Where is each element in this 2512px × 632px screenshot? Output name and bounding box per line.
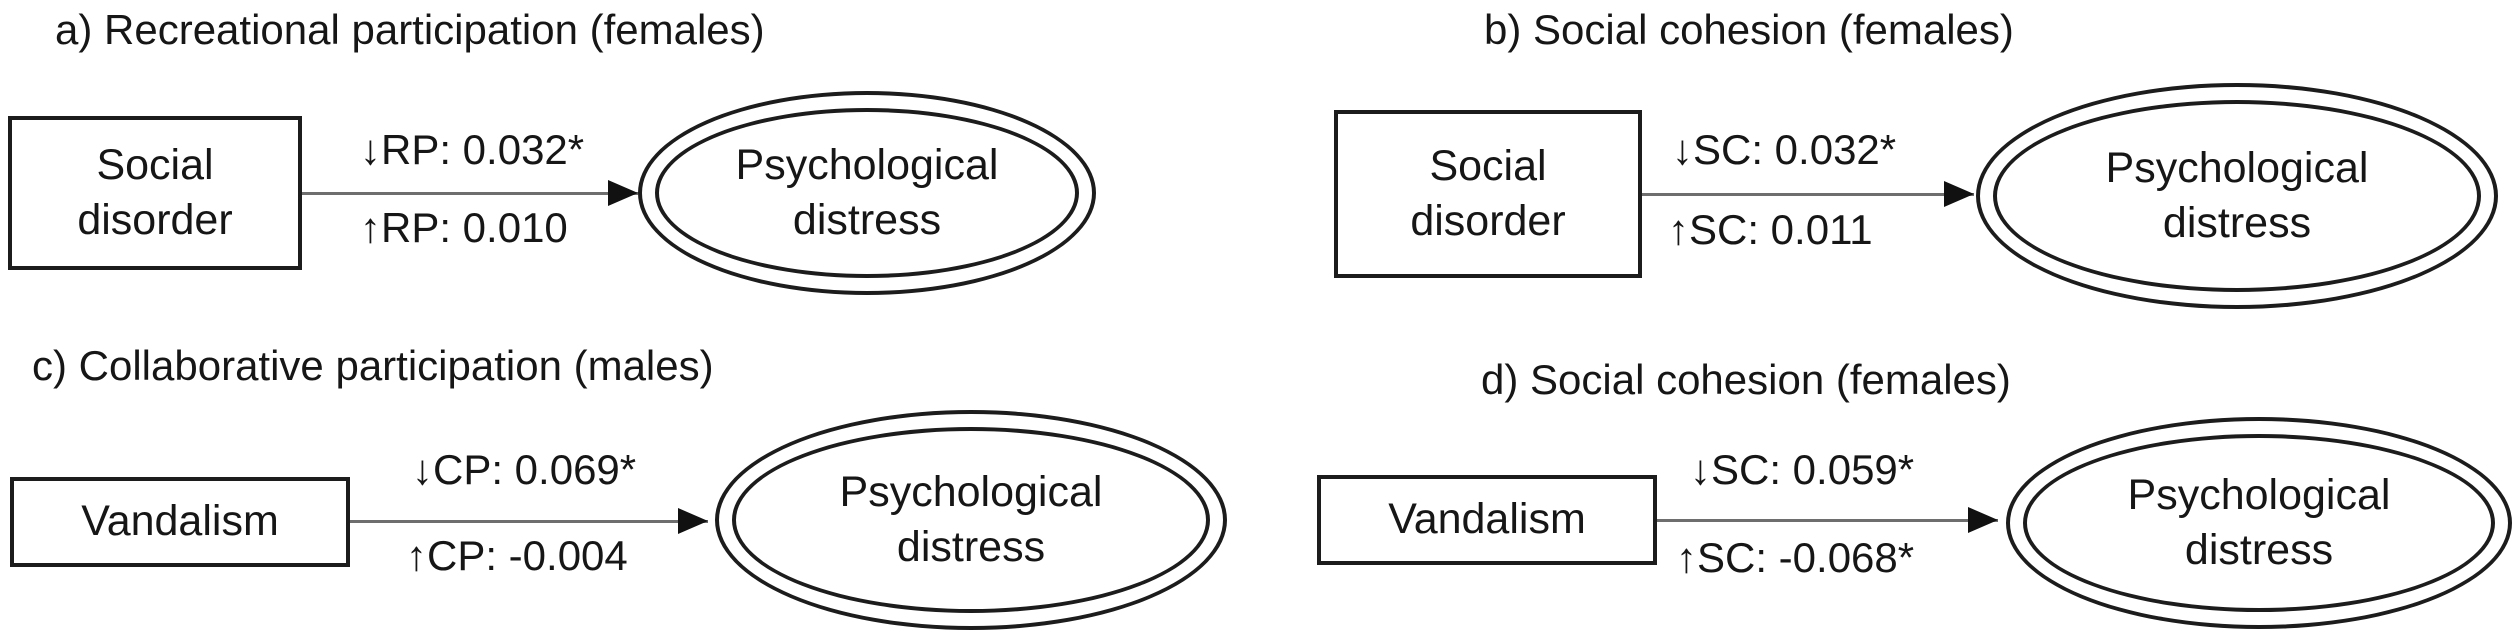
panel-a-path-line [302,192,638,195]
panel-a-arrowhead-icon [608,180,638,206]
panel-b-arrowhead-icon [1944,181,1974,207]
panel-c-outcome-ellipse: Psychological distress [715,410,1227,630]
panel-d-path-label-increase: ↑SC: -0.068* [1676,534,1915,581]
panel-d-outcome-ellipse-inner: Psychological distress [2023,434,2495,612]
panel-d-title: d) Social cohesion (females) [1481,356,2011,403]
panel-c-predictor-box: Vandalism [10,477,350,567]
panel-c-predictor-label: Vandalism [81,497,279,546]
panel-a-outcome-ellipse-inner: Psychological distress [655,108,1079,278]
panel-d-predictor-label: Vandalism [1388,495,1586,544]
panel-d-arrowhead-icon [1968,507,1998,533]
panel-d-outcome-label: Psychological distress [2127,470,2391,574]
panel-a-outcome-label: Psychological distress [735,140,999,244]
panel-d-path-line [1657,519,1998,522]
panel-b-predictor-box: Social disorder [1334,110,1642,278]
panel-a-predictor-label: Social disorder [77,140,233,244]
panel-b-path-line [1642,193,1974,196]
panel-d-path-label-decrease: ↓SC: 0.059* [1690,446,1915,493]
panel-c-title: c) Collaborative participation (males) [32,342,714,389]
panel-c-outcome-ellipse-inner: Psychological distress [732,427,1210,613]
panel-b-predictor-label: Social disorder [1410,141,1566,245]
panel-a-outcome-ellipse: Psychological distress [638,91,1096,295]
panel-b-path-label-increase: ↑SC: 0.011 [1668,206,1873,253]
panel-d-outcome-ellipse: Psychological distress [2006,417,2512,629]
panel-b-path-label-decrease: ↓SC: 0.032* [1672,126,1897,173]
panel-b-outcome-label: Psychological distress [2105,143,2369,247]
panel-a-path-label-decrease: ↓RP: 0.032* [360,126,585,173]
panel-c-path-label-increase: ↑CP: -0.004 [406,532,628,579]
panel-b-outcome-ellipse-inner: Psychological distress [1993,100,2481,292]
panel-c-path-line [350,520,708,523]
panel-c-arrowhead-icon [678,508,708,534]
panel-a-predictor-box: Social disorder [8,116,302,270]
panel-c-path-label-decrease: ↓CP: 0.069* [412,446,637,493]
panel-a-title: a) Recreational participation (females) [55,6,765,53]
panel-c-outcome-label: Psychological distress [839,467,1103,571]
panel-b-outcome-ellipse: Psychological distress [1976,83,2498,309]
panel-d-predictor-box: Vandalism [1317,475,1657,565]
panel-a-path-label-increase: ↑RP: 0.010 [360,204,568,251]
panel-b-title: b) Social cohesion (females) [1484,6,2014,53]
